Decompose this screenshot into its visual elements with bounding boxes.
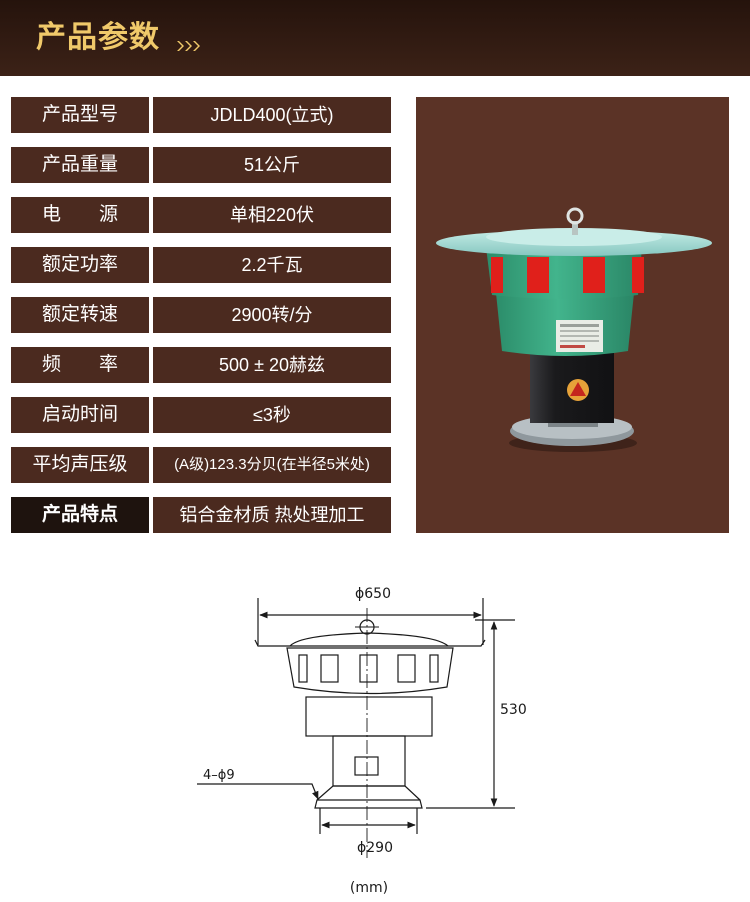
height-dimension — [426, 619, 515, 809]
spec-value: JDLD400(立式) — [153, 97, 391, 133]
spec-table: 产品型号 JDLD400(立式) 产品重量 51公斤 电 源 单相220伏 额定… — [11, 97, 391, 533]
spec-value: 2.2千瓦 — [153, 247, 391, 283]
top-disc-outline — [254, 639, 486, 647]
holes-leader-line — [197, 783, 319, 800]
spec-label: 电 源 — [11, 197, 149, 233]
lifting-ring-outline — [355, 619, 379, 635]
section-title: 产品参数 — [36, 21, 160, 54]
spec-label: 额定转速 — [11, 297, 149, 333]
holes-label: 4–ϕ9 — [203, 768, 235, 783]
spec-label: 额定功率 — [11, 247, 149, 283]
siren-lower-body — [496, 293, 634, 356]
technical-drawing: ϕ650 530 4–ϕ9 ϕ290 (mm) — [197, 586, 527, 896]
triple-chevron-right-icon — [177, 41, 200, 51]
spec-row-rated-speed: 额定转速 2900转/分 — [11, 297, 391, 333]
nameplate — [556, 320, 603, 352]
spec-label: 产品重量 — [11, 147, 149, 183]
lower-body-outline — [305, 696, 433, 737]
electric-siren-photo — [436, 207, 712, 452]
upper-body-outline — [286, 647, 454, 695]
red-window — [491, 257, 503, 293]
spec-value: 51公斤 — [153, 147, 391, 183]
red-window — [527, 257, 549, 293]
spec-row-frequency: 频 率 500 ± 20赫兹 — [11, 347, 391, 383]
spec-value: 单相220伏 — [153, 197, 391, 233]
product-photo-panel — [416, 97, 729, 533]
siren-motor — [530, 353, 614, 423]
base-diameter-label: ϕ290 — [357, 840, 393, 856]
spec-label: 产品特点 — [11, 497, 149, 533]
base-outline — [314, 785, 423, 809]
spec-value: (A级)123.3分贝(在半径5米处) — [153, 447, 391, 483]
lifting-ring — [566, 207, 584, 225]
red-window — [632, 257, 644, 293]
spec-row-rated-power: 额定功率 2.2千瓦 — [11, 247, 391, 283]
spec-value: 铝合金材质 热处理加工 — [153, 497, 391, 533]
spec-label: 产品型号 — [11, 97, 149, 133]
spec-row-weight: 产品重量 51公斤 — [11, 147, 391, 183]
spec-row-features: 产品特点 铝合金材质 热处理加工 — [11, 497, 391, 533]
spec-row-start-time: 启动时间 ≤3秒 — [11, 397, 391, 433]
spec-label: 频 率 — [11, 347, 149, 383]
red-window — [583, 257, 605, 293]
spec-label: 平均声压级 — [11, 447, 149, 483]
dome-outline — [289, 632, 449, 647]
section-header: 产品参数 — [0, 0, 750, 76]
height-label: 530 — [500, 702, 527, 718]
top-diameter-label: ϕ650 — [355, 586, 391, 602]
siren-top-disc — [436, 207, 712, 256]
motor-outline — [332, 735, 406, 787]
spec-value: ≤3秒 — [153, 397, 391, 433]
spec-row-power-supply: 电 源 单相220伏 — [11, 197, 391, 233]
spec-row-sound-pressure: 平均声压级 (A级)123.3分贝(在半径5米处) — [11, 447, 391, 483]
base-diameter-dimension — [319, 808, 418, 834]
spec-row-model: 产品型号 JDLD400(立式) — [11, 97, 391, 133]
spec-value: 500 ± 20赫兹 — [153, 347, 391, 383]
spec-value: 2900转/分 — [153, 297, 391, 333]
spec-label: 启动时间 — [11, 397, 149, 433]
top-diameter-dimension — [257, 598, 484, 645]
unit-label: (mm) — [350, 880, 388, 896]
siren-upper-body — [486, 247, 644, 299]
